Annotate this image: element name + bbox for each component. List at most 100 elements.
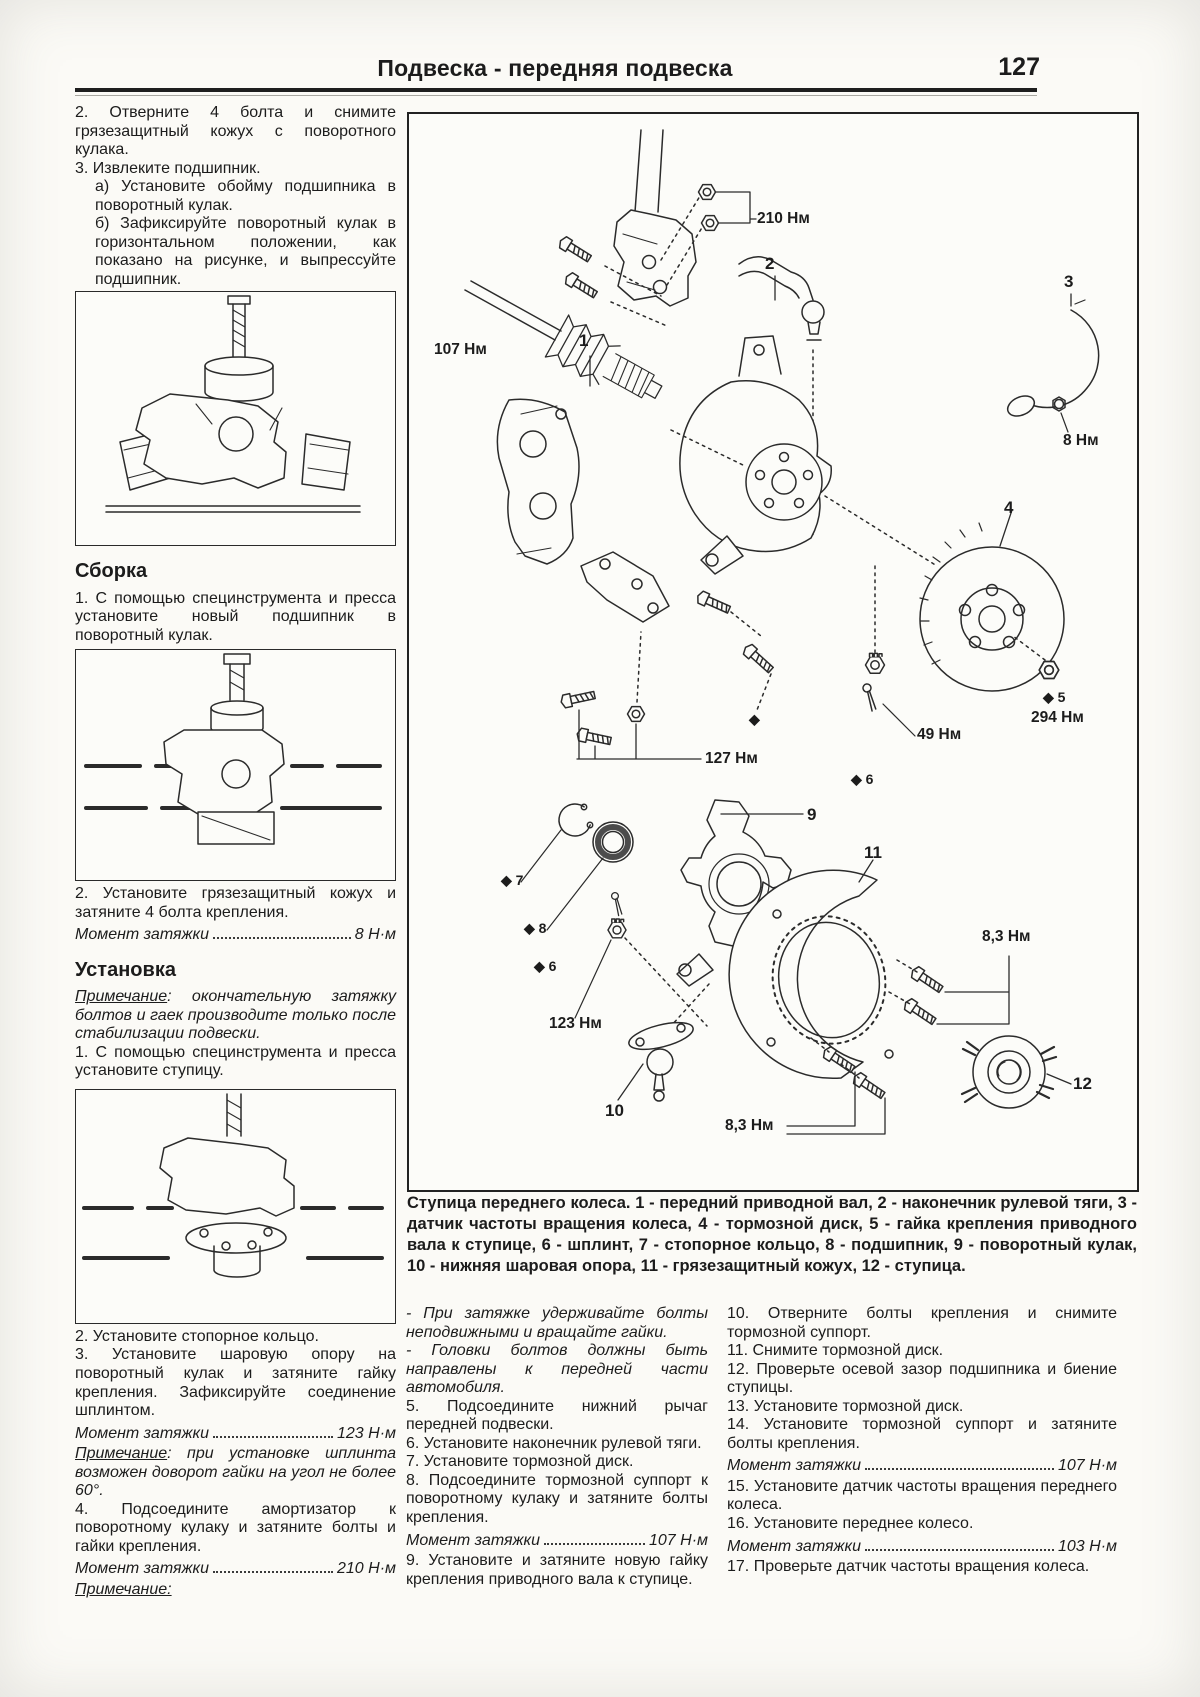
shield-bolts-lower-icon xyxy=(786,1037,888,1135)
diamond-marker: ◆ xyxy=(749,711,760,727)
callout-4: 4 xyxy=(1004,498,1014,517)
section-heading-assembly: Сборка xyxy=(75,560,148,583)
callout-8-diamond: ◆ 8 xyxy=(524,920,547,936)
drive-shaft-icon xyxy=(464,280,663,400)
figure-caption: Ступица переднего колеса. 1 - передний п… xyxy=(407,1194,1137,1275)
torque-annotation: 294 Нм xyxy=(1031,709,1084,726)
callout-7-diamond: ◆ 7 xyxy=(501,872,524,888)
step-item: 2. Установите стопорное кольцо. xyxy=(75,1327,319,1345)
note-label: Примечание xyxy=(75,1445,168,1463)
brake-caliper-icon xyxy=(496,398,580,565)
torque-spec: Момент затяжки 123 Н·м xyxy=(75,1425,396,1444)
caliper-mount-bolts-icon xyxy=(694,589,776,711)
cotter-pin-icon xyxy=(574,890,708,1027)
step-item: 16. Установите переднее колесо. xyxy=(727,1515,974,1533)
torque-value: 210 Н·м xyxy=(337,1560,396,1578)
figure-bearing-removal xyxy=(75,291,396,547)
dot-leader xyxy=(864,1548,1054,1551)
page-number: 127 xyxy=(998,53,1040,81)
mounting-bolts-icon xyxy=(556,234,668,327)
note-label: Примечание xyxy=(75,988,168,1006)
front-hub-drawing xyxy=(464,129,1100,1135)
torque-label: Момент затяжки xyxy=(75,926,209,944)
step-item: 10. Отверните болты крепления и снимите … xyxy=(727,1305,1117,1341)
hub-press-drawing xyxy=(82,1093,384,1278)
step-item: 1. С помощью специнструмента и пресса ус… xyxy=(75,589,396,644)
step-subitem: а) Установите обойму подшипника в поворо… xyxy=(95,178,396,214)
torque-spec: Момент затяжки 210 Н·м xyxy=(75,1560,396,1579)
section-heading-install: Установка xyxy=(75,958,176,981)
dot-leader xyxy=(212,937,351,940)
torque-annotation: 8,3 Нм xyxy=(982,928,1031,945)
torque-annotation: 49 Нм xyxy=(917,726,962,743)
middle-column: - При затяжке удерживайте болты неподвиж… xyxy=(406,1305,708,1589)
step-item: 3. Извлеките подшипник. xyxy=(75,159,261,177)
step-item: 2. Отверните 4 болта и снимите грязезащи… xyxy=(75,104,396,159)
strut-bracket-icon xyxy=(613,129,697,307)
callout-10: 10 xyxy=(605,1101,624,1120)
callout-6-diamond: ◆ 6 xyxy=(851,771,874,787)
torque-value: 8 Н·м xyxy=(354,926,396,944)
speed-sensor-icon xyxy=(1006,293,1100,433)
dot-leader xyxy=(864,1468,1054,1471)
bearing-removal-drawing xyxy=(105,295,361,514)
step-item: 15. Установите датчик частоты вращения п… xyxy=(727,1477,1117,1514)
dot-leader xyxy=(212,1571,333,1574)
torque-value: 107 Н·м xyxy=(649,1531,708,1549)
note-item: - Головки болтов должны быть направлены … xyxy=(406,1342,708,1397)
step-item: 3. Установите шаровую опору на поворотны… xyxy=(75,1346,396,1420)
torque-label: Момент затяжки xyxy=(727,1537,861,1555)
knuckle-hub-assembly-icon xyxy=(679,335,832,575)
torque-value: 103 Н·м xyxy=(1058,1537,1117,1555)
callout-1: 1 xyxy=(579,331,589,350)
torque-label: Момент затяжки xyxy=(727,1457,861,1475)
torque-label: Момент затяжки xyxy=(406,1531,540,1549)
bearing-icon xyxy=(546,821,634,931)
torque-label: Момент затяжки xyxy=(75,1424,209,1442)
ball-joint-icon xyxy=(617,1021,694,1102)
bearing-press-drawing xyxy=(84,653,382,846)
step-item: 7. Установите тормозной диск. xyxy=(406,1453,634,1471)
torque-spec: Момент затяжки 107 Н·м xyxy=(406,1532,708,1551)
callout-11: 11 xyxy=(864,843,882,862)
step-item: 13. Установите тормозной диск. xyxy=(727,1397,964,1415)
torque-annotation: 8,3 Нм xyxy=(725,1117,774,1134)
torque-value: 123 Н·м xyxy=(337,1424,396,1442)
exploded-view-diagram: 210 Нм 2 3 107 Нм 1 8 Нм 4 ◆ 5 294 Нм 49… xyxy=(407,112,1139,1192)
note-label: Примечание: xyxy=(75,1580,172,1598)
snap-ring-icon xyxy=(520,803,594,883)
note-text: : окончательную затяжку болтов и гаек пр… xyxy=(75,988,396,1043)
torque-spec: Момент затяжки 8 Н·м xyxy=(75,926,396,945)
wheel-hub-icon xyxy=(960,1035,1072,1109)
torque-annotation: 210 Нм xyxy=(757,210,810,227)
callout-12: 12 xyxy=(1073,1074,1092,1093)
torque-annotation: 107 Нм xyxy=(434,341,487,358)
step-item: 12. Проверьте осевой зазор подшипника и … xyxy=(727,1360,1117,1397)
step-item: 9. Установите и затяните новую гайку кре… xyxy=(406,1552,708,1588)
brake-disc-icon xyxy=(919,509,1065,692)
step-item: 8. Подсоедините тормозной суппорт к пово… xyxy=(406,1471,708,1527)
step-item: 17. Проверьте датчик частоты вращения ко… xyxy=(727,1558,1090,1576)
torque-label: Момент затяжки xyxy=(75,1560,209,1578)
dot-leader xyxy=(212,1435,333,1438)
step-item: 14. Установите тормозной суппорт и затян… xyxy=(727,1416,1117,1452)
step-item: 1. С помощью специнструмента и пресса ус… xyxy=(75,1043,396,1080)
figure-bearing-press xyxy=(75,649,396,882)
callout-9: 9 xyxy=(807,805,817,824)
torque-annotation: 8 Нм xyxy=(1063,432,1099,449)
axle-nut-icon xyxy=(1012,635,1060,680)
right-column: 10. Отверните болты крепления и снимите … xyxy=(727,1305,1117,1577)
page-title: Подвеска - передняя подвеска xyxy=(377,55,733,81)
castle-nut-icon xyxy=(853,652,916,737)
note-item: - При затяжке удерживайте болты неподвиж… xyxy=(406,1305,708,1341)
note: Примечание: xyxy=(75,1581,396,1600)
note: Примечание: при установке шплинта возмож… xyxy=(75,1445,396,1501)
torque-spec: Момент затяжки 107 Н·м xyxy=(727,1457,1117,1476)
callout-6-diamond: ◆ 6 xyxy=(534,958,557,974)
strut-nuts-icon xyxy=(660,183,757,286)
fastener-cluster-icon xyxy=(559,631,702,760)
figure-hub-press xyxy=(75,1088,396,1324)
step-item: 11. Снимите тормозной диск. xyxy=(727,1342,944,1360)
callout-5-diamond: ◆ 5 xyxy=(1043,689,1066,705)
